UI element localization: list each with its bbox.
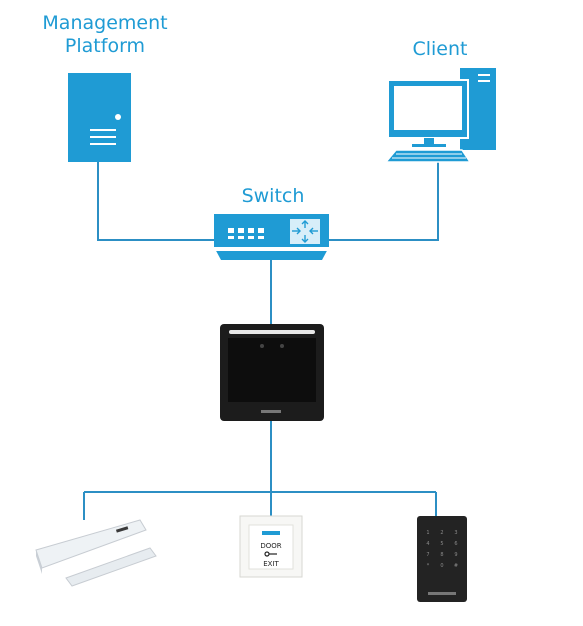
server-icon <box>68 73 131 162</box>
connection-lines <box>83 162 439 520</box>
exit-button-door-text: DOOR <box>260 542 281 550</box>
keypad-key: 1 <box>426 530 429 536</box>
computer-icon <box>384 68 496 163</box>
keypad-key: # <box>454 563 458 569</box>
management-platform-label-line2: Platform <box>64 35 146 57</box>
keypad-key: 6 <box>454 541 457 547</box>
keypad-key: 5 <box>440 541 443 547</box>
magnetic-lock-icon <box>35 519 157 587</box>
face-recognition-terminal-icon <box>220 324 324 421</box>
exit-button-icon: DOOR EXIT <box>239 515 303 578</box>
management-platform-label-line1: Management <box>42 12 168 34</box>
keypad-key: 9 <box>454 552 457 558</box>
switch-label: Switch <box>241 185 305 207</box>
client-to-switch-line <box>322 162 439 241</box>
management-platform-label: Management Platform <box>20 12 190 58</box>
keypad: 1 2 3 4 5 6 7 8 9 * 0 # <box>426 530 458 569</box>
keypad-key: 8 <box>440 552 443 558</box>
keypad-key: * <box>427 563 430 569</box>
exit-button-exit-text: EXIT <box>263 560 279 568</box>
keypad-key: 7 <box>426 552 429 558</box>
server-to-switch-line <box>97 162 222 241</box>
network-switch-icon <box>214 214 329 260</box>
keypad-key: 4 <box>426 541 429 547</box>
keypad-key: 3 <box>454 530 457 536</box>
client-label: Client <box>412 38 468 60</box>
keypad-key: 2 <box>440 530 443 536</box>
card-reader-icon: 1 2 3 4 5 6 7 8 9 * 0 # <box>417 516 467 602</box>
keypad-key: 0 <box>440 563 443 569</box>
